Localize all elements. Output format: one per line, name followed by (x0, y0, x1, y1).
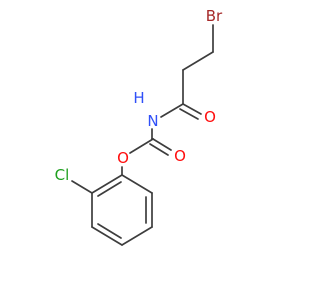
ring-bond-4-inner (97, 223, 122, 239)
amide-nitrogen-label: N (147, 112, 158, 130)
bond-c4-o2 (129, 138, 154, 154)
ester-oxygen-label: O (117, 149, 129, 167)
bonds (71, 24, 214, 246)
ring-bond-3 (121, 226, 153, 246)
bond-c1-c2 (182, 51, 214, 71)
bond-ring-cl (71, 180, 93, 194)
ring-bond-6-inner (97, 181, 122, 197)
chemical-structure: Br O N H O O Cl (55, 7, 223, 246)
atom-labels: Br O N H O O Cl (55, 7, 223, 184)
ring-bond-4 (91, 226, 123, 246)
bond-c3-o1-b (179, 108, 199, 120)
bond-c3-n (160, 103, 184, 118)
bond-c4-o3-a (152, 138, 172, 151)
ring-bond-1 (121, 174, 153, 194)
bromine-label: Br (206, 7, 223, 25)
carbamate-oxygen-label: O (174, 147, 186, 165)
ring-bond-6 (91, 174, 123, 194)
amide-hydrogen-label: H (133, 89, 144, 107)
carbonyl-oxygen-label: O (204, 108, 216, 126)
chlorine-label: Cl (55, 166, 70, 184)
bond-c4-o3-b (149, 143, 169, 156)
bond-c3-o1-a (182, 103, 202, 115)
